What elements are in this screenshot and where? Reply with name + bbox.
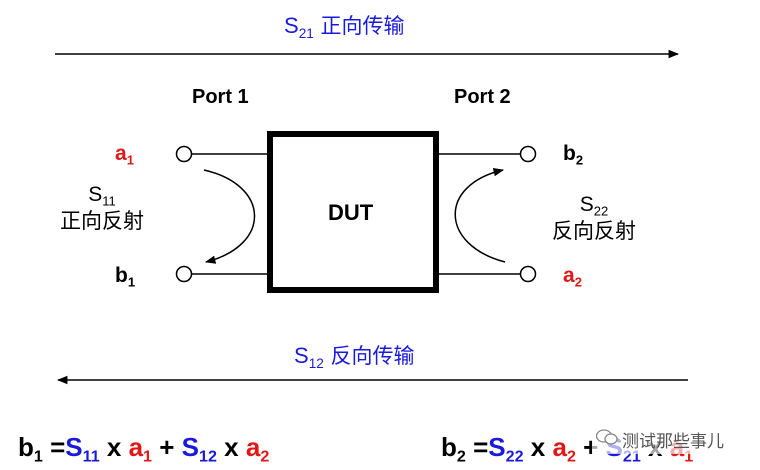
s22-reflection-arc (454, 168, 506, 263)
s11-symbol: S11 (88, 183, 116, 209)
equation-b1: b1 =S11 x a1 + S12 x a2 (18, 432, 270, 466)
chat-bubble-icon (595, 429, 618, 445)
b1-label: b1 (115, 264, 136, 290)
a1-label: a1 (115, 142, 134, 168)
reverse-transmission-label: S12 反向传输 (294, 343, 415, 371)
port1-label: Port 1 (192, 86, 249, 108)
forward-transmission-label: S21 正向传输 (284, 13, 405, 41)
s22-reflection-label: S22 反向反射 (540, 192, 648, 244)
port2-bottom-terminal (519, 265, 537, 283)
port2-label: Port 2 (454, 86, 511, 108)
port1-bottom-terminal (175, 265, 193, 283)
s11-text: 正向反射 (60, 209, 144, 233)
b2-label: b2 (563, 142, 584, 168)
watermark-text: 测试那些事儿 (622, 432, 724, 452)
a2-label: a2 (563, 264, 582, 290)
s22-symbol: S22 (579, 193, 609, 219)
dut-label: DUT (328, 200, 374, 225)
port1-top-terminal (175, 145, 193, 163)
watermark (592, 420, 758, 454)
dut-box (267, 131, 439, 293)
port2-top-terminal (519, 145, 537, 163)
s22-text: 反向反射 (552, 219, 636, 243)
s11-reflection-arc (203, 169, 256, 264)
s11-reflection-label: S11 正向反射 (48, 182, 156, 234)
watermark-logo (595, 428, 618, 451)
